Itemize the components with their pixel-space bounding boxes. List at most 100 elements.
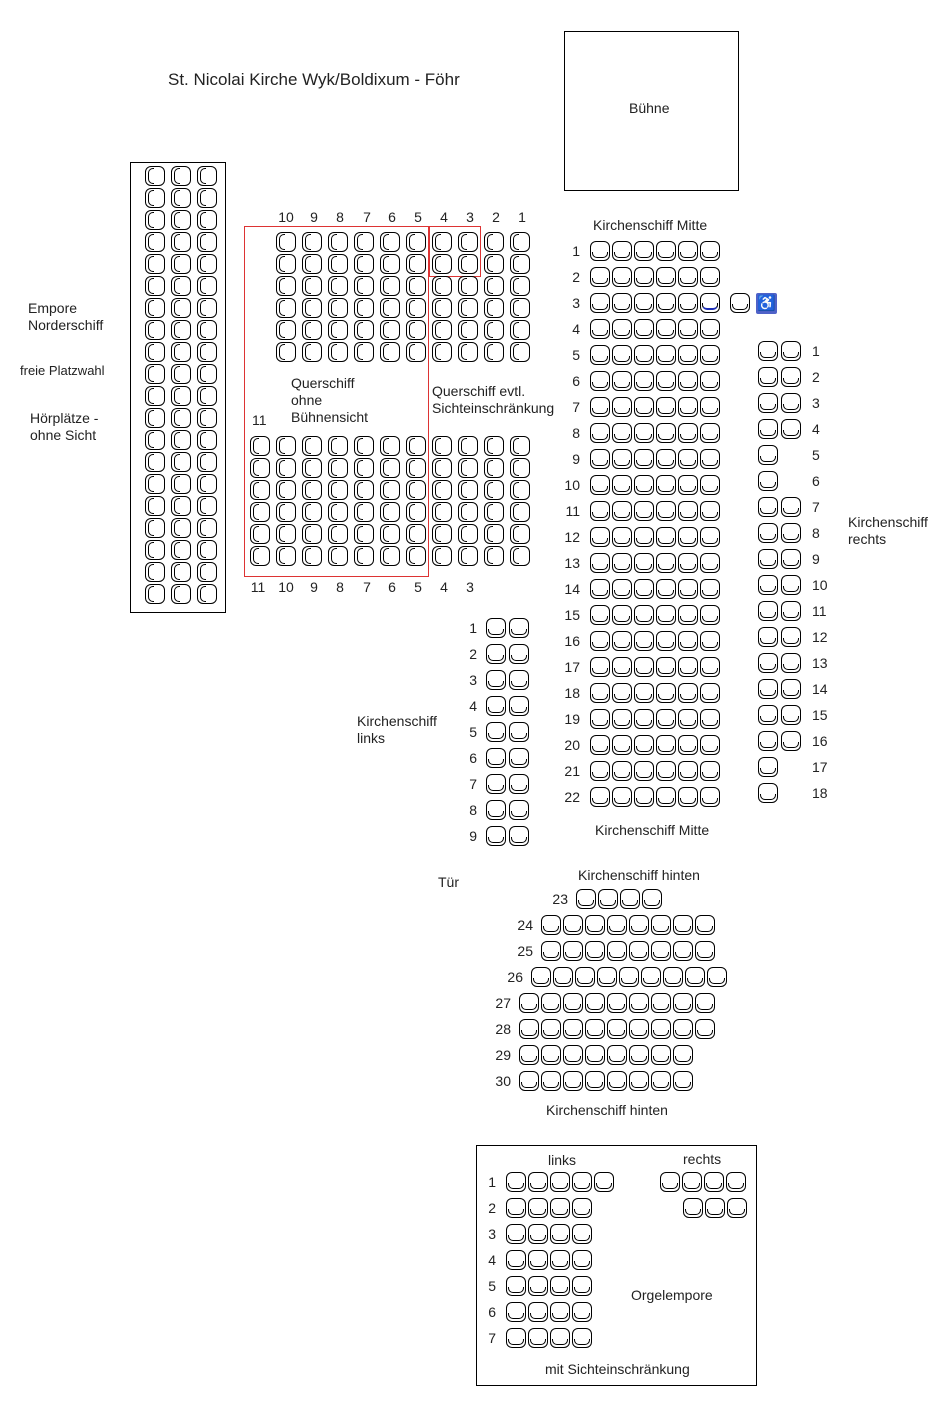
orgel-links-seat[interactable] bbox=[550, 1276, 570, 1296]
rechts-seat[interactable] bbox=[781, 705, 801, 725]
empore-seat[interactable] bbox=[171, 276, 191, 296]
empore-seat[interactable] bbox=[171, 188, 191, 208]
querschiff-seat[interactable] bbox=[354, 458, 374, 478]
empore-seat[interactable] bbox=[171, 562, 191, 582]
mitte-seat[interactable] bbox=[656, 345, 676, 365]
empore-seat[interactable] bbox=[197, 386, 217, 406]
orgel-links-seat[interactable] bbox=[572, 1250, 592, 1270]
links-seat[interactable] bbox=[486, 618, 506, 638]
rechts-seat[interactable] bbox=[758, 471, 778, 491]
querschiff-seat[interactable] bbox=[432, 232, 452, 252]
querschiff-seat[interactable] bbox=[484, 458, 504, 478]
mitte-seat[interactable] bbox=[634, 423, 654, 443]
querschiff-seat[interactable] bbox=[484, 546, 504, 566]
querschiff-seat[interactable] bbox=[354, 298, 374, 318]
querschiff-seat[interactable] bbox=[432, 436, 452, 456]
querschiff-seat[interactable] bbox=[302, 320, 322, 340]
mitte-seat[interactable] bbox=[612, 735, 632, 755]
hinten-seat[interactable] bbox=[695, 1019, 715, 1039]
mitte-seat[interactable] bbox=[590, 397, 610, 417]
mitte-seat[interactable] bbox=[612, 761, 632, 781]
querschiff-seat[interactable] bbox=[432, 502, 452, 522]
empore-seat[interactable] bbox=[171, 210, 191, 230]
links-seat[interactable] bbox=[509, 618, 529, 638]
mitte-seat[interactable] bbox=[612, 579, 632, 599]
wheelchair-icon[interactable]: ♿ bbox=[756, 293, 777, 314]
querschiff-seat[interactable] bbox=[484, 232, 504, 252]
querschiff-seat[interactable] bbox=[276, 436, 296, 456]
mitte-seat[interactable] bbox=[634, 761, 654, 781]
orgel-links-seat[interactable] bbox=[572, 1276, 592, 1296]
links-seat[interactable] bbox=[486, 774, 506, 794]
mitte-seat[interactable] bbox=[612, 267, 632, 287]
rechts-seat[interactable] bbox=[758, 601, 778, 621]
hinten-seat[interactable] bbox=[598, 889, 618, 909]
orgel-links-seat[interactable] bbox=[572, 1328, 592, 1348]
orgel-links-seat[interactable] bbox=[528, 1198, 548, 1218]
mitte-seat[interactable] bbox=[656, 267, 676, 287]
mitte-seat[interactable] bbox=[700, 631, 720, 651]
hinten-seat[interactable] bbox=[695, 993, 715, 1013]
querschiff-seat[interactable] bbox=[250, 480, 270, 500]
mitte-seat[interactable] bbox=[634, 293, 654, 313]
mitte-seat[interactable] bbox=[590, 501, 610, 521]
mitte-seat[interactable] bbox=[678, 631, 698, 651]
links-seat[interactable] bbox=[486, 826, 506, 846]
querschiff-seat[interactable] bbox=[354, 546, 374, 566]
querschiff-seat[interactable] bbox=[484, 436, 504, 456]
querschiff-seat[interactable] bbox=[302, 232, 322, 252]
querschiff-seat[interactable] bbox=[328, 458, 348, 478]
querschiff-seat[interactable] bbox=[302, 546, 322, 566]
hinten-seat[interactable] bbox=[541, 993, 561, 1013]
querschiff-seat[interactable] bbox=[328, 232, 348, 252]
mitte-seat[interactable] bbox=[590, 293, 610, 313]
querschiff-seat[interactable] bbox=[484, 254, 504, 274]
mitte-seat[interactable] bbox=[678, 397, 698, 417]
orgel-links-seat[interactable] bbox=[506, 1198, 526, 1218]
mitte-seat[interactable] bbox=[612, 683, 632, 703]
querschiff-seat[interactable] bbox=[302, 298, 322, 318]
hinten-seat[interactable] bbox=[563, 1019, 583, 1039]
links-seat[interactable] bbox=[509, 696, 529, 716]
mitte-seat[interactable] bbox=[700, 553, 720, 573]
mitte-seat[interactable] bbox=[590, 371, 610, 391]
empore-seat[interactable] bbox=[197, 232, 217, 252]
mitte-seat[interactable] bbox=[656, 553, 676, 573]
querschiff-seat[interactable] bbox=[302, 480, 322, 500]
mitte-seat[interactable] bbox=[612, 319, 632, 339]
empore-seat[interactable] bbox=[171, 474, 191, 494]
querschiff-seat[interactable] bbox=[484, 342, 504, 362]
orgel-links-seat[interactable] bbox=[506, 1172, 526, 1192]
rechts-seat[interactable] bbox=[758, 653, 778, 673]
rechts-seat[interactable] bbox=[781, 523, 801, 543]
hinten-seat[interactable] bbox=[707, 967, 727, 987]
rechts-seat[interactable] bbox=[758, 731, 778, 751]
mitte-seat[interactable] bbox=[700, 371, 720, 391]
mitte-seat[interactable] bbox=[656, 709, 676, 729]
empore-seat[interactable] bbox=[145, 166, 165, 186]
links-seat[interactable] bbox=[509, 826, 529, 846]
empore-seat[interactable] bbox=[197, 430, 217, 450]
mitte-seat[interactable] bbox=[678, 423, 698, 443]
mitte-seat[interactable] bbox=[590, 735, 610, 755]
rechts-seat[interactable] bbox=[781, 549, 801, 569]
mitte-seat[interactable] bbox=[678, 475, 698, 495]
querschiff-seat[interactable] bbox=[380, 342, 400, 362]
mitte-seat[interactable] bbox=[590, 579, 610, 599]
mitte-seat[interactable] bbox=[590, 267, 610, 287]
mitte-seat[interactable] bbox=[612, 397, 632, 417]
orgel-links-seat[interactable] bbox=[506, 1250, 526, 1270]
mitte-seat[interactable] bbox=[612, 423, 632, 443]
hinten-seat[interactable] bbox=[585, 1045, 605, 1065]
querschiff-seat[interactable] bbox=[380, 276, 400, 296]
querschiff-seat[interactable] bbox=[276, 320, 296, 340]
empore-seat[interactable] bbox=[197, 188, 217, 208]
mitte-seat[interactable] bbox=[656, 371, 676, 391]
hinten-seat[interactable] bbox=[541, 915, 561, 935]
querschiff-seat[interactable] bbox=[302, 458, 322, 478]
links-seat[interactable] bbox=[509, 722, 529, 742]
empore-seat[interactable] bbox=[197, 210, 217, 230]
orgel-rechts-seat[interactable] bbox=[726, 1172, 746, 1192]
mitte-seat[interactable] bbox=[678, 293, 698, 313]
querschiff-seat[interactable] bbox=[354, 232, 374, 252]
